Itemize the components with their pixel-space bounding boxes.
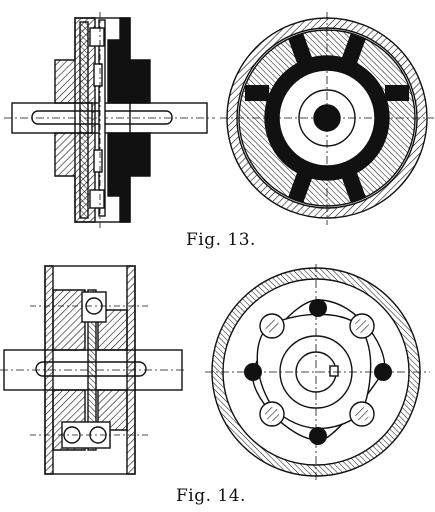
fig13-right-hub	[107, 17, 151, 104]
fig14-coupling-section	[0, 265, 186, 475]
fig14-link	[87, 289, 97, 451]
fig13-caption: Fig. 13.	[186, 230, 256, 250]
fig14-coupling-end-view	[205, 264, 430, 480]
fig13-coupling-end-view	[220, 12, 434, 225]
fig13-pin	[89, 27, 105, 47]
fig13-coupling-section	[4, 12, 215, 228]
fig13-disc	[98, 19, 106, 217]
fig13-drum	[74, 17, 131, 223]
fig14-caption: Fig. 14.	[176, 486, 246, 506]
fig14-left-hub	[52, 289, 86, 351]
